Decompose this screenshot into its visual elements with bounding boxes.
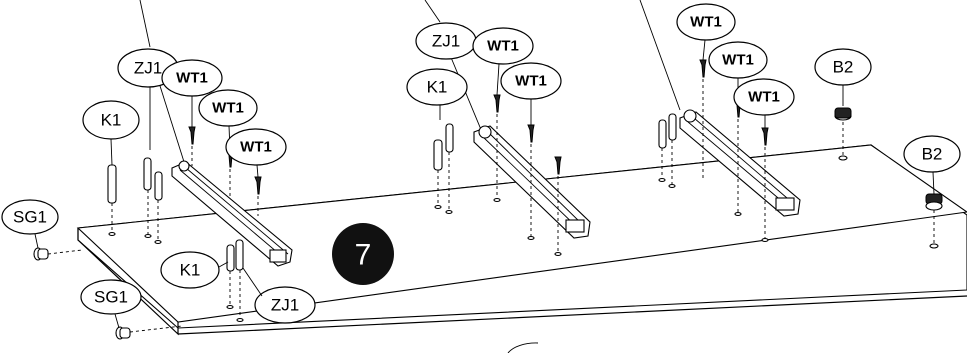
label-text: K1 (101, 111, 122, 130)
label-wt1-right-3: WT1 (733, 78, 795, 128)
drawer-rail-right (679, 109, 801, 217)
label-wt1-center-1: WT1 (472, 27, 534, 96)
label-wt1-right-1: WT1 (676, 3, 736, 61)
label-text: ZJ1 (271, 296, 299, 315)
label-k1-lower: K1 (160, 251, 229, 289)
partial-bubble (507, 342, 539, 353)
board-panel (76, 144, 967, 336)
label-text: K1 (427, 78, 448, 97)
label-b2-top: B2 (814, 48, 872, 106)
label-text: WT1 (690, 14, 722, 31)
label-text: WT1 (212, 100, 244, 117)
label-text: WT1 (176, 70, 208, 87)
label-wt1-left-1: WT1 (161, 59, 223, 127)
label-k1-left: K1 (82, 100, 140, 166)
label-text: WT1 (748, 89, 780, 106)
hardware-left (107, 126, 262, 323)
label-text: K1 (180, 261, 201, 280)
hardware-right (658, 59, 943, 249)
label-text: SG1 (13, 208, 47, 227)
step-number-badge: 7 (332, 223, 394, 285)
label-text: ZJ1 (134, 59, 162, 78)
label-text: WT1 (722, 52, 754, 69)
label-zj1-lower: ZJ1 (242, 267, 316, 324)
label-text: WT1 (487, 38, 519, 55)
label-text: ZJ1 (432, 32, 460, 51)
label-wt1-left-2: WT1 (198, 89, 258, 151)
hardware-center (433, 94, 562, 257)
drawer-rail-center (473, 125, 591, 239)
label-sg1-bottom: SG1 (80, 279, 142, 329)
step-number: 7 (355, 239, 372, 272)
label-wt1-center-2: WT1 (500, 62, 562, 125)
label-b2-right: B2 (903, 135, 961, 195)
label-text: SG1 (94, 288, 128, 307)
sg1-pins (33, 247, 183, 340)
label-text: B2 (833, 58, 854, 77)
label-zj1-center: ZJ1 (415, 22, 477, 60)
label-sg1-top: SG1 (1, 199, 59, 249)
label-text: WT1 (515, 73, 547, 90)
drawer-rail-left (171, 160, 293, 267)
label-text: WT1 (240, 139, 272, 156)
label-k1-center: K1 (406, 68, 468, 106)
label-wt1-left-3: WT1 (225, 128, 287, 178)
label-text: B2 (922, 145, 943, 164)
